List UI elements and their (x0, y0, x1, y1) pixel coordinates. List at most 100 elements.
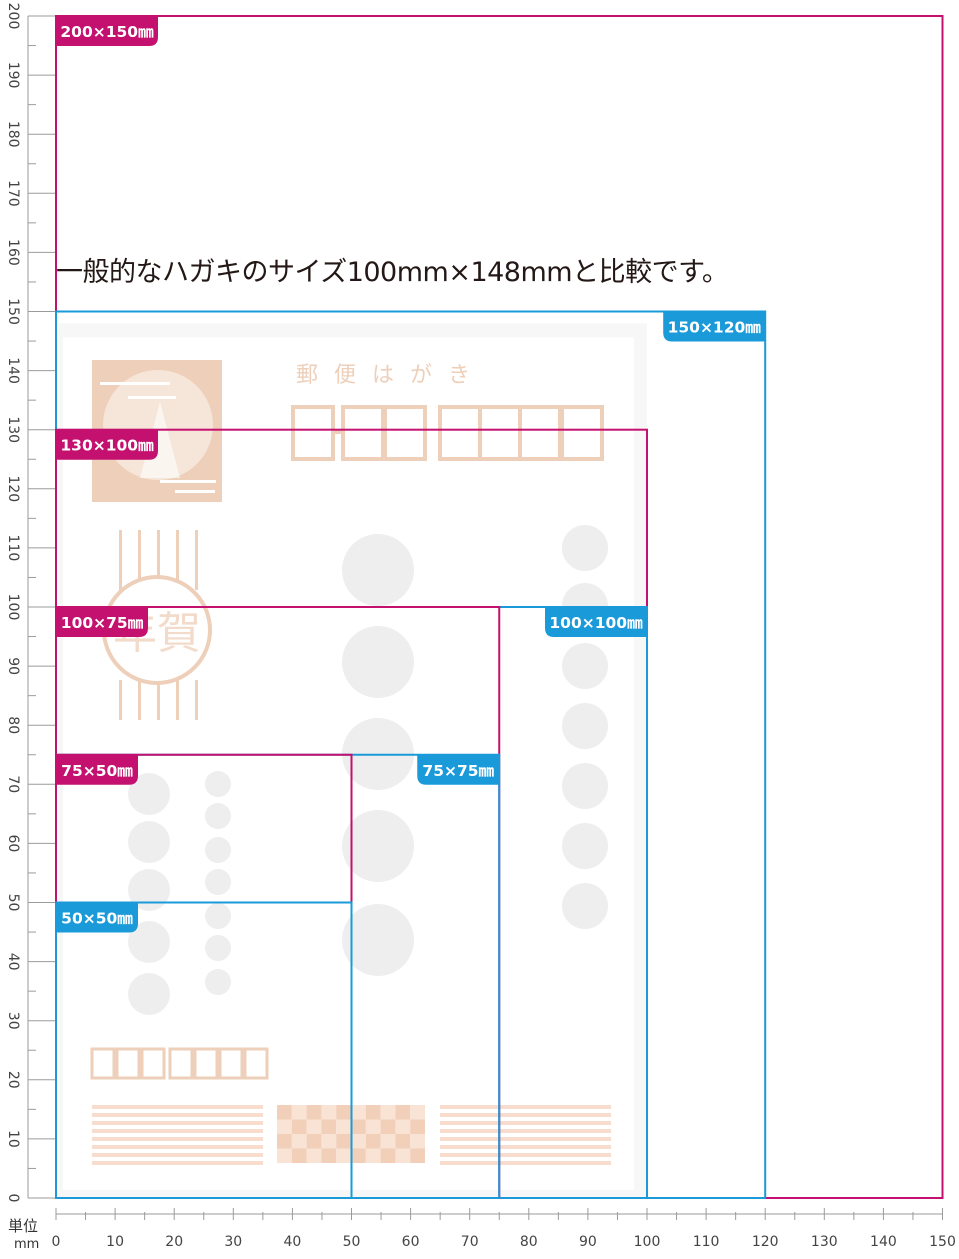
decor-line (138, 680, 141, 720)
y-tick-label: 50 (5, 894, 21, 912)
decor-stripe (92, 1137, 263, 1141)
size-tag-label: 75×75㎜ (422, 762, 494, 780)
y-tick-label: 0 (5, 1194, 21, 1203)
decor-line (195, 680, 198, 720)
y-tick-label: 90 (5, 657, 21, 675)
checker-cell (380, 1105, 396, 1120)
checker-cell (277, 1105, 292, 1120)
checker-cell (351, 1134, 366, 1149)
checker-cell (395, 1134, 411, 1149)
size-tag (56, 16, 158, 46)
size-tag (663, 311, 766, 342)
axes: 0102030405060708090100110120130140150160… (5, 3, 956, 1252)
postcard-header-text: 郵便はがき (296, 363, 486, 388)
size-tag-label: 100×75㎜ (61, 614, 144, 632)
y-tick-label: 170 (5, 180, 21, 207)
decor-stripe (92, 1105, 263, 1109)
sender-placeholder (205, 869, 231, 895)
address-placeholder (562, 525, 608, 571)
size-tag-label: 50×50㎜ (61, 910, 133, 928)
checker-cell (306, 1134, 322, 1149)
stamp-cloud-line (100, 382, 170, 385)
decor-stripe (440, 1137, 611, 1141)
decor-line (157, 530, 160, 590)
sender-code-box (140, 1047, 166, 1080)
checker-cell (291, 1134, 307, 1149)
decor-stripe (440, 1153, 611, 1157)
size-tag-label: 130×100㎜ (60, 437, 154, 455)
sender-placeholder (205, 771, 231, 797)
decor-stripe (440, 1145, 611, 1149)
size-tag-label: 75×50㎜ (61, 762, 133, 780)
size-tag (56, 754, 138, 785)
decor-stripe (92, 1113, 263, 1117)
checker-cell (395, 1148, 411, 1163)
size-tag (56, 607, 148, 637)
decor-line (119, 680, 122, 720)
checker-cell (277, 1148, 292, 1163)
y-tick-label: 150 (5, 298, 21, 325)
size-tag (56, 902, 138, 933)
size-tag-label: 150×120㎜ (668, 319, 762, 337)
checker-cell (277, 1119, 292, 1134)
size-tag (417, 754, 500, 785)
size-outline (55, 901, 353, 1199)
checker-cell (365, 1105, 381, 1120)
address-placeholder (562, 823, 608, 869)
checker-cell (410, 1134, 425, 1149)
y-tick-label: 180 (5, 121, 21, 148)
x-tick-label: 150 (929, 1234, 956, 1250)
unit-label: 単位 (8, 1217, 38, 1235)
sender-code-box (115, 1047, 141, 1080)
sender-placeholder (128, 773, 170, 815)
address-placeholder (562, 643, 608, 689)
checker-cell (291, 1105, 307, 1120)
x-tick-label: 40 (283, 1234, 301, 1250)
decor-line (157, 680, 160, 720)
x-tick-label: 100 (634, 1234, 661, 1250)
address-placeholder (562, 703, 608, 749)
address-placeholder (562, 763, 608, 809)
checker-cell (306, 1119, 322, 1134)
checker-cell (321, 1148, 337, 1163)
decor-stripe (440, 1161, 611, 1165)
sender-code-box (193, 1047, 219, 1080)
y-tick-label: 130 (5, 416, 21, 443)
x-tick-label: 140 (870, 1234, 897, 1250)
sender-placeholder (128, 869, 170, 911)
address-placeholder (342, 810, 414, 882)
checker-cell (336, 1119, 351, 1134)
x-tick-label: 0 (52, 1234, 61, 1250)
sender-placeholder (205, 837, 231, 863)
checker-cell (351, 1105, 366, 1120)
checker-cell (351, 1148, 366, 1163)
sender-code-box (243, 1047, 269, 1080)
checker-cell (336, 1134, 351, 1149)
sender-placeholder (128, 921, 170, 963)
size-tag (545, 607, 647, 637)
checker-cell (291, 1148, 307, 1163)
checker-cell (410, 1105, 425, 1120)
x-tick-label: 130 (811, 1234, 838, 1250)
y-tick-label: 190 (5, 62, 21, 89)
y-tick-label: 80 (5, 716, 21, 734)
size-tag-label: 100×100㎜ (549, 614, 643, 632)
x-tick-label: 120 (752, 1234, 779, 1250)
checker-cell (410, 1148, 425, 1163)
x-tick-label: 30 (224, 1234, 242, 1250)
decor-stripe (440, 1121, 611, 1125)
decor-stripe (92, 1145, 263, 1149)
x-tick-label: 70 (461, 1234, 479, 1250)
sender-placeholder (205, 803, 231, 829)
checker-cell (380, 1148, 396, 1163)
decor-line (176, 530, 179, 590)
decor-stripe (92, 1129, 263, 1133)
sender-code-box (168, 1047, 194, 1080)
checker-cell (321, 1119, 337, 1134)
checker-cell (306, 1105, 322, 1120)
y-tick-label: 40 (5, 953, 21, 971)
page-title: 一般的なハガキのサイズ100mm×148mmと比較です。 (56, 257, 729, 288)
address-placeholder (562, 883, 608, 929)
